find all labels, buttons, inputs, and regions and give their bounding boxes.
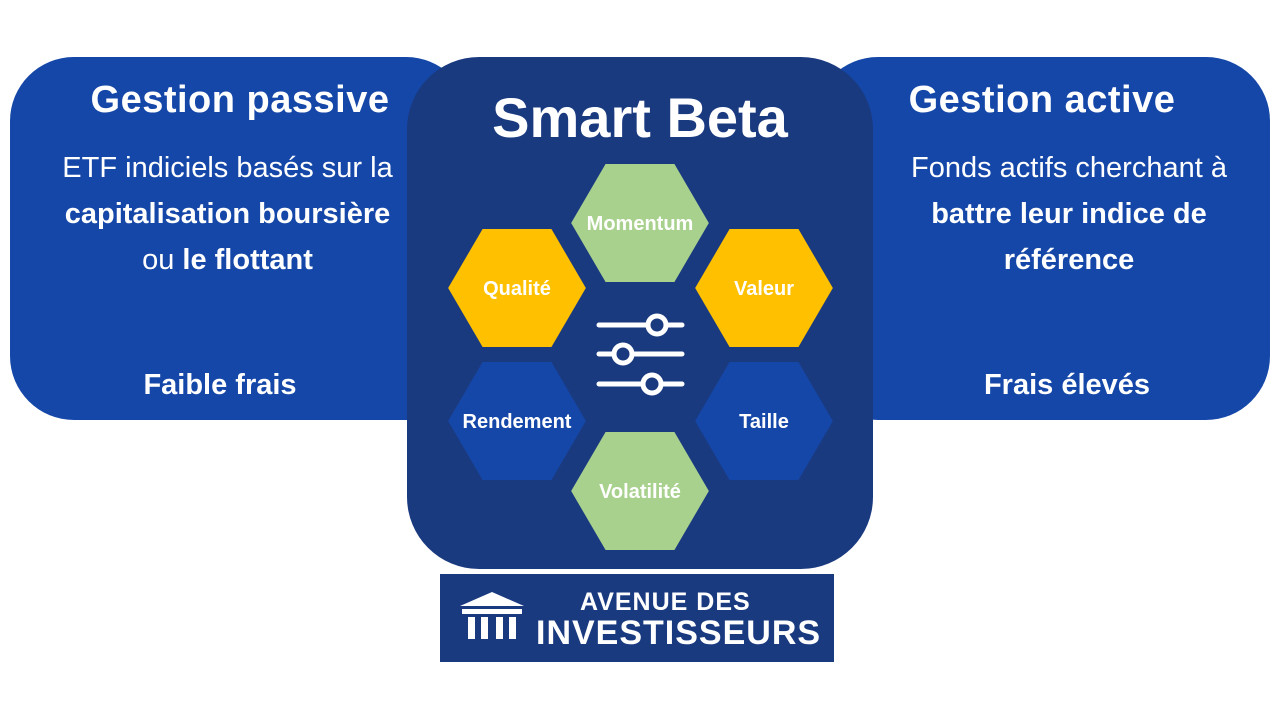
- sliders-icon: [596, 313, 685, 396]
- logo-text-line2: INVESTISSEURS: [536, 614, 822, 652]
- avenue-des-investisseurs-logo: AVENUE DES INVESTISSEURS: [440, 574, 834, 662]
- factor-label-rendement: Rendement: [463, 411, 572, 433]
- factor-hexagon-taille: [692, 360, 836, 482]
- factor-hexagon-rendement: [445, 360, 589, 482]
- smart-beta-title: Smart Beta: [492, 86, 788, 149]
- factor-label-taille: Taille: [739, 411, 789, 433]
- bank-building-icon: [460, 592, 524, 639]
- passive-management-title: Gestion passive: [90, 79, 390, 121]
- description-segment: capitalisation boursière: [64, 198, 391, 230]
- factor-label-volatilite: Volatilité: [599, 481, 681, 503]
- factor-hexagon-volatilite: [568, 430, 712, 552]
- factor-label-valeur: Valeur: [734, 278, 794, 300]
- description-segment: ETF indiciels basés sur la: [62, 152, 393, 184]
- passive-management-description: ETF indiciels basés sur la capitalisatio…: [45, 145, 410, 283]
- factor-label-momentum: Momentum: [587, 213, 694, 235]
- active-management-description: Fonds actifs cherchant à battre leur ind…: [884, 145, 1254, 283]
- active-management-fees: Frais élevés: [983, 369, 1151, 401]
- factor-label-qualite: Qualité: [483, 278, 551, 300]
- description-segment: ou: [142, 244, 183, 276]
- description-segment: battre leur indice de référence: [931, 198, 1207, 276]
- active-management-panel: Gestion active Fonds actifs cherchant à …: [814, 57, 1270, 420]
- factor-hexagon-momentum: [568, 162, 712, 284]
- active-management-title: Gestion active: [908, 79, 1176, 121]
- description-segment: Fonds actifs cherchant à: [911, 152, 1227, 184]
- factor-hexagon-valeur: [692, 227, 836, 349]
- logo-text-line1: AVENUE DES: [580, 588, 751, 616]
- description-segment: le flottant: [182, 244, 313, 276]
- factor-hexagon-qualite: [445, 227, 589, 349]
- passive-management-panel: Gestion passive ETF indiciels basés sur …: [10, 57, 470, 420]
- passive-management-fees: Faible frais: [143, 369, 297, 401]
